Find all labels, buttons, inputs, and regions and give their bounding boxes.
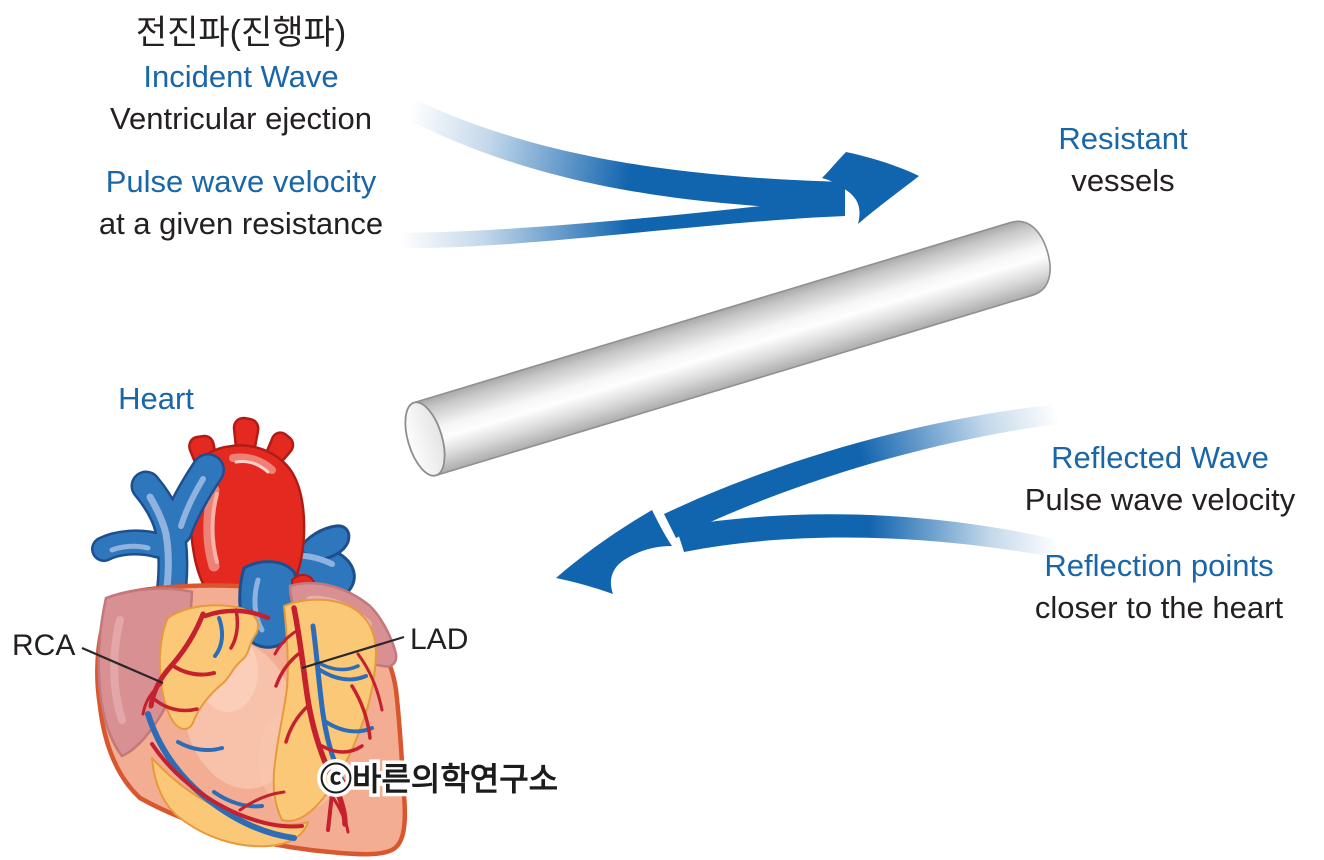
incident-wave-label-en: Incident Wave [143, 59, 339, 94]
pulse-wave-velocity-label-block: Pulse wave velocity at a given resistanc… [41, 161, 441, 245]
incident-wave-label-ko: 전진파(진행파) [135, 14, 347, 52]
incident-arrow-upper-strand [408, 97, 845, 210]
coronary-arteries [141, 605, 384, 834]
resistant-vessels-label-block: Resistant vessels [973, 118, 1273, 202]
heart-label: Heart [118, 381, 194, 416]
lad-artery [291, 605, 348, 827]
reflected-wave-arrow [556, 404, 1058, 594]
reflection-points-label: Reflection points [1044, 548, 1274, 583]
heart-label-block: Heart [56, 378, 256, 420]
incident-arrow-lower-strand [400, 196, 845, 249]
heart-illustration [91, 416, 408, 857]
pwv-label-line2: at a given resistance [98, 206, 384, 241]
lad-label: LAD [410, 623, 469, 656]
rca-pointer-line [81, 646, 164, 685]
aorta-branches [188, 416, 295, 474]
reflected-wave-label: Reflected Wave [1051, 440, 1269, 475]
rca-label: RCA [12, 629, 76, 662]
vessel-tube [404, 220, 1051, 477]
reflected-wave-label-block: Reflected Wave Pulse wave velocity [1010, 437, 1310, 521]
incident-arrowhead-icon [822, 152, 919, 224]
incident-wave-arrow [400, 97, 919, 249]
vessels-label: vessels [1071, 163, 1175, 198]
reflected-arrow-lower-strand [676, 514, 1058, 558]
pwv-label-line1: Pulse wave velocity [105, 164, 377, 199]
ventricular-ejection-label: Ventricular ejection [110, 101, 372, 136]
resistant-label: Resistant [1058, 121, 1188, 156]
reflected-arrow-upper-strand [664, 404, 1058, 538]
tube-end-cap [404, 401, 446, 477]
reflected-pwv-label: Pulse wave velocity [1024, 482, 1296, 517]
reflected-arrowhead-icon [556, 510, 672, 594]
incident-wave-label-block: 전진파(진행파) Incident Wave Ventricular eject… [41, 10, 441, 140]
watermark: ⓒ바른의학연구소 [320, 761, 558, 797]
lad-pointer-line [301, 635, 405, 670]
reflection-points-label-block: Reflection points closer to the heart [1009, 545, 1309, 629]
closer-to-heart-label: closer to the heart [1034, 590, 1284, 625]
